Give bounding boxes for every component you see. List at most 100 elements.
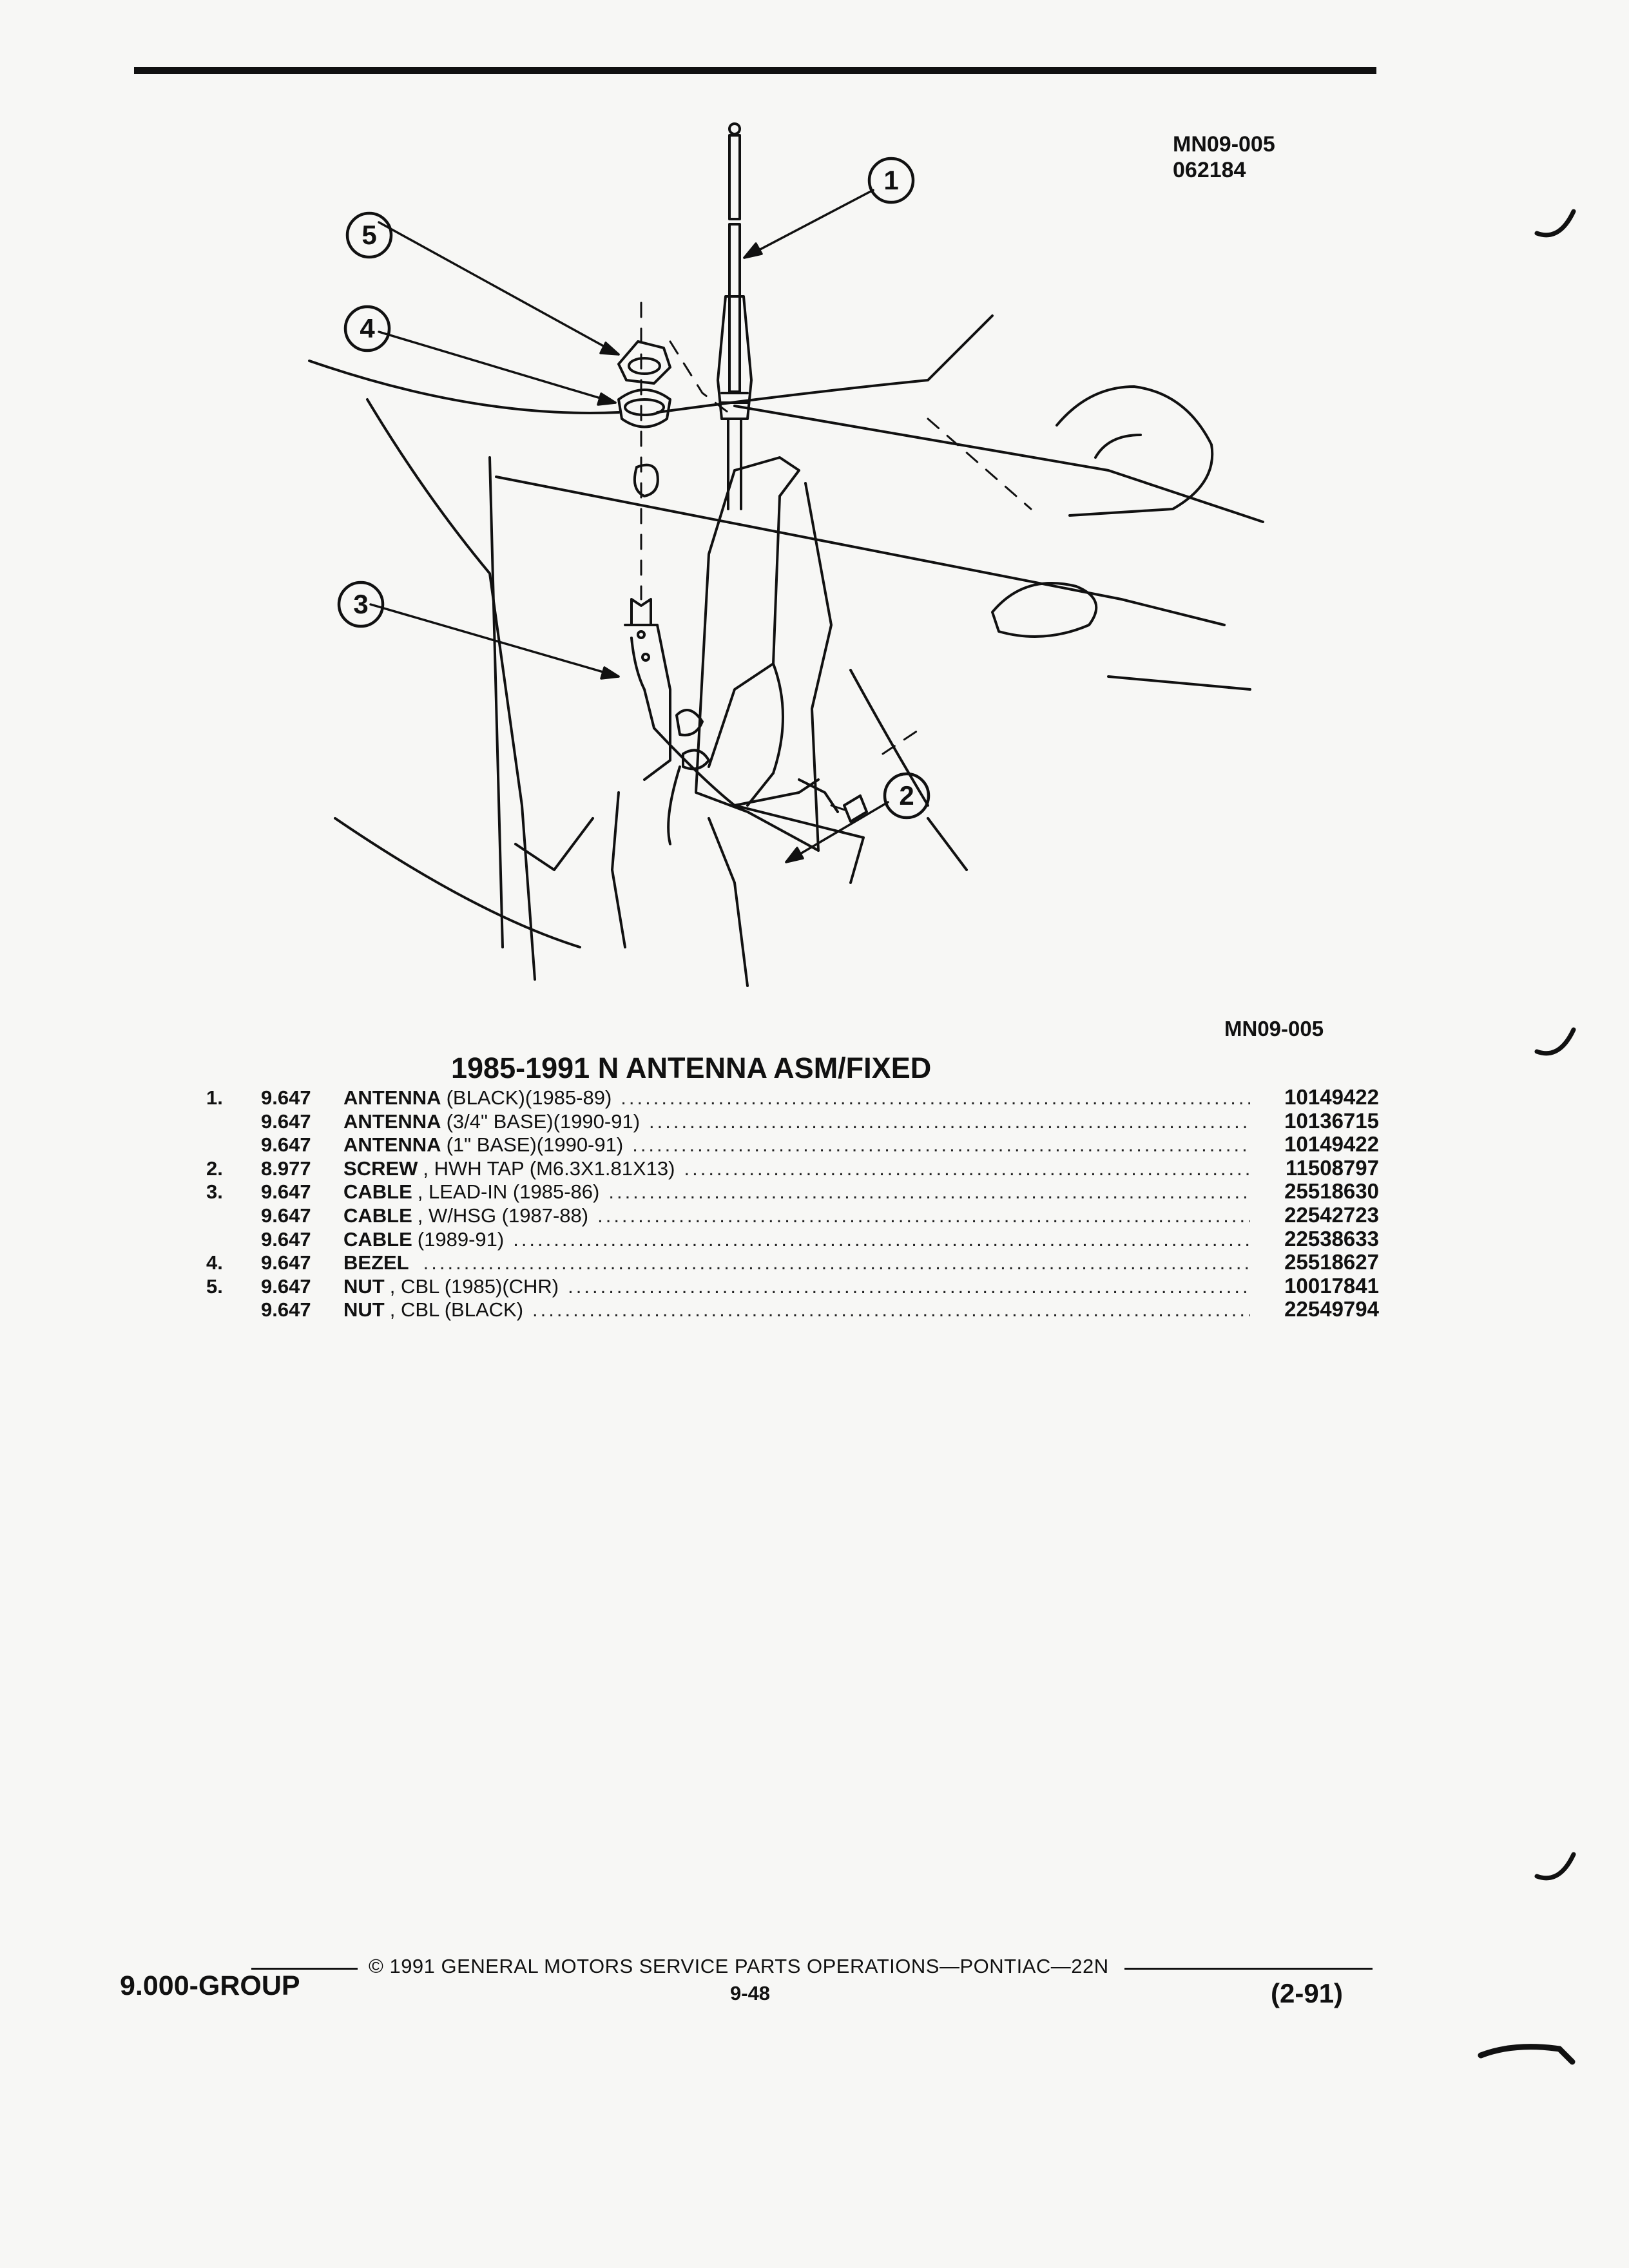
item-number: 4. bbox=[206, 1251, 223, 1274]
part-detail: (3/4" BASE)(1990-91) bbox=[446, 1110, 641, 1133]
dot-leader bbox=[588, 1204, 1250, 1227]
binder-mark bbox=[1534, 1027, 1576, 1056]
footer-group: 9.000-GROUP bbox=[120, 1970, 300, 2001]
binder-mark bbox=[1534, 1852, 1576, 1881]
part-description: ANTENNA(BLACK)(1985-89) bbox=[343, 1086, 1250, 1110]
part-name: CABLE bbox=[343, 1204, 412, 1227]
part-number: 10136715 bbox=[1284, 1108, 1379, 1133]
part-detail: (1" BASE)(1990-91) bbox=[446, 1133, 624, 1157]
part-number: 25518627 bbox=[1284, 1250, 1379, 1274]
part-number: 10149422 bbox=[1284, 1132, 1379, 1157]
part-name: ANTENNA bbox=[343, 1110, 441, 1133]
group-code: 9.647 bbox=[261, 1180, 311, 1204]
part-name: NUT bbox=[343, 1274, 385, 1298]
leader-arrows bbox=[369, 189, 889, 863]
part-description: NUT, CBL (BLACK) bbox=[343, 1298, 1250, 1321]
diagram-reference-code: MN09-005 bbox=[1224, 1017, 1324, 1041]
part-detail: , LEAD-IN (1985-86) bbox=[417, 1180, 600, 1204]
part-description: ANTENNA(1" BASE)(1990-91) bbox=[343, 1133, 1250, 1157]
dot-leader bbox=[599, 1180, 1250, 1204]
binder-mark bbox=[1534, 209, 1576, 238]
cable-bracket-drawing bbox=[624, 598, 868, 884]
footer-rule-right bbox=[1124, 1968, 1373, 1970]
section-title: 1985-1991 N ANTENNA ASM/FIXED bbox=[451, 1052, 932, 1084]
group-code: 8.977 bbox=[261, 1157, 311, 1180]
callout-2: 2 bbox=[883, 772, 930, 820]
reference-block: MN09-005 062184 bbox=[1173, 131, 1275, 183]
part-number: 10017841 bbox=[1284, 1273, 1379, 1298]
group-code: 9.647 bbox=[261, 1298, 311, 1321]
part-name: CABLE bbox=[343, 1227, 412, 1251]
footer-rule-left bbox=[251, 1968, 358, 1970]
part-name: ANTENNA bbox=[343, 1133, 441, 1157]
part-name: CABLE bbox=[343, 1180, 412, 1204]
callout-4: 4 bbox=[343, 305, 391, 352]
dot-leader bbox=[623, 1133, 1250, 1157]
group-code: 9.647 bbox=[261, 1227, 311, 1251]
part-row: 9.647 CABLE, W/HSG (1987-88) 22542723 bbox=[206, 1203, 1379, 1227]
part-number: 22542723 bbox=[1284, 1202, 1379, 1227]
reference-code: MN09-005 bbox=[1173, 132, 1275, 157]
group-code: 9.647 bbox=[261, 1204, 311, 1227]
callout-5: 5 bbox=[345, 211, 393, 259]
group-code: 9.647 bbox=[261, 1251, 311, 1274]
dot-leader bbox=[612, 1086, 1250, 1110]
antenna-mast-drawing bbox=[717, 122, 753, 510]
footer-date: (2-91) bbox=[1271, 1978, 1344, 2008]
group-code: 9.647 bbox=[261, 1110, 311, 1133]
callout-4-label: 4 bbox=[360, 313, 375, 343]
part-name: BEZEL bbox=[343, 1251, 409, 1274]
part-detail: (1989-91) bbox=[417, 1227, 505, 1251]
binder-mark bbox=[1478, 2044, 1576, 2065]
footer-copyright: © 1991 GENERAL MOTORS SERVICE PARTS OPER… bbox=[369, 1955, 1109, 1977]
part-description: CABLE, W/HSG (1987-88) bbox=[343, 1204, 1250, 1227]
antenna-exploded-diagram: 1 2 3 4 5 bbox=[308, 122, 1264, 987]
part-description: CABLE(1989-91) bbox=[343, 1228, 1250, 1251]
part-description: SCREW, HWH TAP (M6.3X1.81X13) bbox=[343, 1157, 1250, 1180]
part-detail: , CBL (1985)(CHR) bbox=[389, 1274, 559, 1298]
part-description: CABLE, LEAD-IN (1985-86) bbox=[343, 1180, 1250, 1204]
part-number: 10149422 bbox=[1284, 1085, 1379, 1109]
item-number: 1. bbox=[206, 1086, 223, 1109]
dot-leader bbox=[559, 1275, 1250, 1298]
part-row: 1. 9.647 ANTENNA(BLACK)(1985-89) 10149422 bbox=[206, 1085, 1379, 1109]
item-number: 3. bbox=[206, 1180, 223, 1204]
part-number: 25518630 bbox=[1284, 1179, 1379, 1204]
part-row: 5. 9.647 NUT, CBL (1985)(CHR) 10017841 bbox=[206, 1274, 1379, 1298]
reference-date: 062184 bbox=[1173, 158, 1246, 182]
parts-list: 1.9.647ANTENNA(BLACK)(1985-89)101494229.… bbox=[206, 1085, 1379, 1321]
part-name: SCREW bbox=[343, 1157, 418, 1180]
part-row: 9.647 CABLE(1989-91) 22538633 bbox=[206, 1227, 1379, 1251]
part-row: 3. 9.647 CABLE, LEAD-IN (1985-86) 25518630 bbox=[206, 1179, 1379, 1203]
part-description: NUT, CBL (1985)(CHR) bbox=[343, 1275, 1250, 1298]
dot-leader bbox=[504, 1228, 1250, 1251]
part-row: 4. 9.647 BEZEL 25518627 bbox=[206, 1250, 1379, 1274]
dot-leader bbox=[523, 1298, 1250, 1321]
part-number: 11508797 bbox=[1285, 1155, 1379, 1180]
vehicle-body-drawing bbox=[308, 314, 1264, 987]
part-detail: , CBL (BLACK) bbox=[389, 1298, 524, 1321]
callout-3: 3 bbox=[337, 581, 385, 628]
callout-2-label: 2 bbox=[899, 780, 914, 811]
item-number: 5. bbox=[206, 1274, 223, 1298]
group-code: 9.647 bbox=[261, 1086, 311, 1109]
callout-3-label: 3 bbox=[353, 589, 368, 619]
nut-bezel-drawing bbox=[617, 340, 671, 497]
item-number: 2. bbox=[206, 1157, 223, 1180]
part-number: 22538633 bbox=[1284, 1226, 1379, 1251]
callout-1-label: 1 bbox=[883, 165, 898, 195]
part-detail: (BLACK)(1985-89) bbox=[446, 1086, 612, 1109]
part-row: 9.647 ANTENNA(3/4" BASE)(1990-91) 10136715 bbox=[206, 1109, 1379, 1133]
part-description: BEZEL bbox=[343, 1251, 1250, 1274]
group-code: 9.647 bbox=[261, 1274, 311, 1298]
callout-5-label: 5 bbox=[361, 220, 376, 250]
part-row: 9.647 ANTENNA(1" BASE)(1990-91) 10149422 bbox=[206, 1132, 1379, 1156]
dot-leader bbox=[414, 1251, 1250, 1274]
part-row: 2. 8.977 SCREW, HWH TAP (M6.3X1.81X13) 1150… bbox=[206, 1156, 1379, 1180]
part-description: ANTENNA(3/4" BASE)(1990-91) bbox=[343, 1110, 1250, 1133]
part-name: ANTENNA bbox=[343, 1086, 441, 1109]
group-code: 9.647 bbox=[261, 1133, 311, 1157]
callout-1: 1 bbox=[867, 157, 915, 204]
alignment-lines bbox=[640, 302, 1032, 813]
top-rule bbox=[134, 67, 1376, 74]
